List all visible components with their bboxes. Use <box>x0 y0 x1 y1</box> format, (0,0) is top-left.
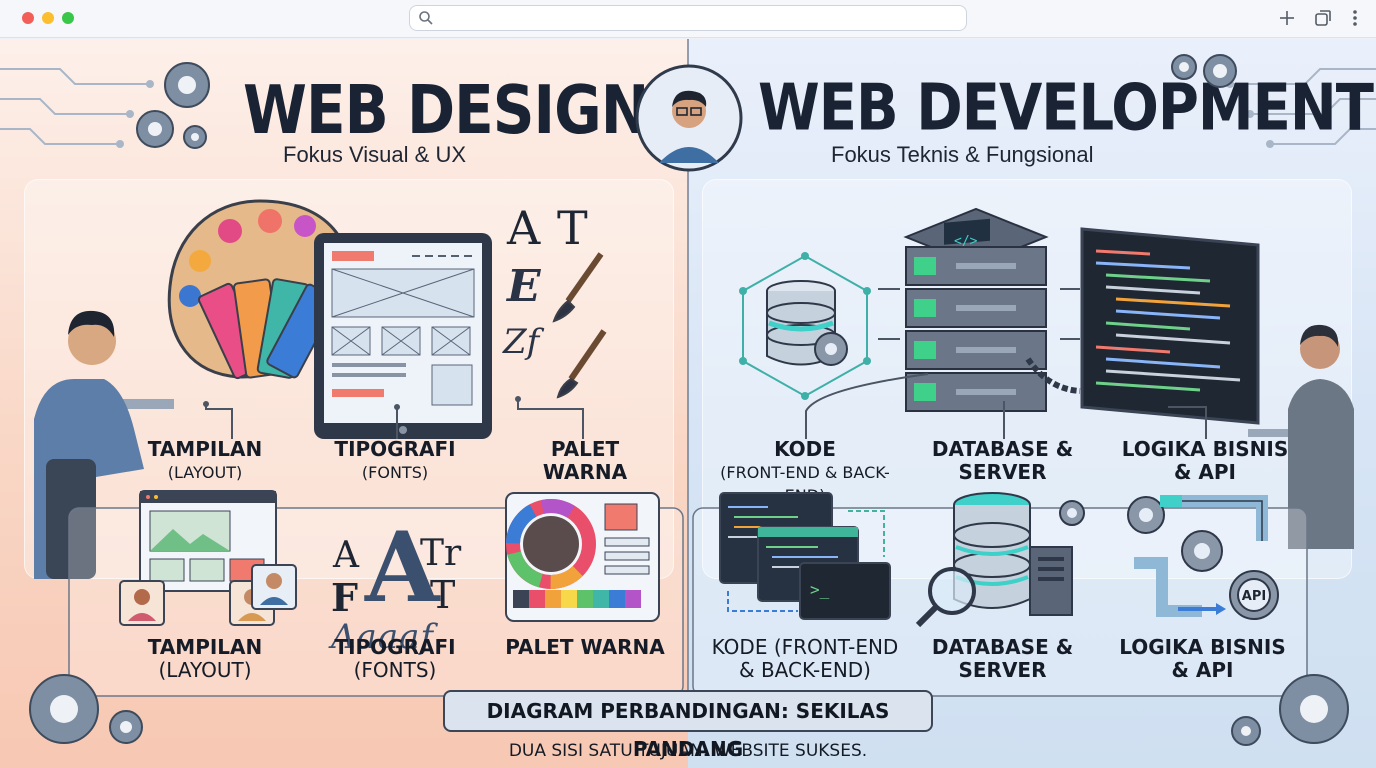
api-badge: API <box>1242 589 1266 604</box>
web-development-title: WEB DEVELOPMENT <box>758 71 1374 146</box>
dev-bottom-label-database: DATABASE &SERVER <box>931 635 1074 682</box>
tablet-wireframe-icon <box>314 233 492 439</box>
gears-bottom-right-icon <box>1231 674 1349 746</box>
search-icon <box>419 11 433 25</box>
layout-window-icon <box>119 490 297 626</box>
gears-bottom-left-icon <box>29 674 143 744</box>
design-connector-lines <box>203 396 584 439</box>
typography-glyph: F <box>331 575 358 620</box>
server-rack-icon: </> <box>903 207 1049 412</box>
database-network-icon <box>739 252 871 400</box>
typography-glyph: A <box>333 535 359 576</box>
color-picker-icon <box>505 492 660 622</box>
typography-glyph: E <box>507 261 541 312</box>
more-options-icon[interactable] <box>1344 7 1366 29</box>
panel-divider <box>687 39 689 699</box>
dev-label-logic: LOGIKA BISNIS& API <box>1121 437 1289 484</box>
close-window-button[interactable] <box>22 12 34 24</box>
dev-connector-lines <box>805 288 1207 439</box>
tabs-overview-icon[interactable] <box>1312 7 1334 29</box>
diagram-canvas: WEB DESIGN Fokus Visual & UX WEB DEVELOP… <box>0 39 1376 768</box>
developer-avatar <box>635 64 743 172</box>
design-bottom-label-layout: TAMPILAN(LAYOUT) <box>147 635 263 682</box>
comparison-heading-box: DIAGRAM PERBANDINGAN: SEKILAS PANDANG <box>443 690 933 761</box>
web-design-title: WEB DESIGN <box>243 71 649 150</box>
typography-glyph: A <box>365 511 440 624</box>
dev-label-database: DATABASE &SERVER <box>931 437 1074 484</box>
web-development-subtitle: Fokus Teknis & Fungsional <box>831 142 1094 167</box>
web-design-subtitle: Fokus Visual & UX <box>283 142 467 167</box>
comparison-heading: DIAGRAM PERBANDINGAN: SEKILAS PANDANG <box>486 699 890 761</box>
design-bottom-label-color: PALET WARNA <box>505 635 665 659</box>
footer-tagline: DUA SISI SATU TUJUAN: WEBSITE SUKSES. <box>508 741 868 761</box>
dev-bottom-label-code: KODE (FRONT-END& BACK-END) <box>711 635 899 682</box>
code-windows-icon: >_ <box>719 492 891 620</box>
typography-glyph: Tr <box>420 533 462 574</box>
typography-glyph: T <box>430 573 456 617</box>
gears-icon <box>136 62 210 149</box>
design-bottom-label-fonts: TIPOGRAFI(FONTS) <box>334 635 456 682</box>
browser-toolbar <box>0 0 1376 38</box>
typography-glyph: T <box>557 201 588 255</box>
developer-person-illustration <box>1248 324 1354 549</box>
code-tag-glyph: </> <box>954 234 978 249</box>
typography-glyph: Aaaaf <box>331 617 434 657</box>
typography-glyph: A <box>507 201 541 255</box>
new-tab-icon[interactable] <box>1276 7 1298 29</box>
design-label-layout: TAMPILAN(LAYOUT) <box>147 437 263 483</box>
design-label-fonts: TIPOGRAFI(FONTS) <box>334 437 456 483</box>
code-editor-monitor-icon <box>1080 227 1260 425</box>
database-search-icon <box>915 492 1085 628</box>
address-bar[interactable] <box>409 5 967 31</box>
paint-brush-icon <box>552 252 607 399</box>
typography-glyph: Zf <box>503 322 540 362</box>
api-gears-pipes-icon: API <box>1127 495 1279 620</box>
maximize-window-button[interactable] <box>62 12 74 24</box>
terminal-prompt-glyph: >_ <box>810 580 830 599</box>
gears-right-icon <box>1171 54 1237 88</box>
dev-bottom-label-logic: LOGIKA BISNIS& API <box>1119 635 1286 682</box>
designer-person-illustration <box>34 310 174 579</box>
color-palette-icon <box>167 199 353 380</box>
minimize-window-button[interactable] <box>42 12 54 24</box>
